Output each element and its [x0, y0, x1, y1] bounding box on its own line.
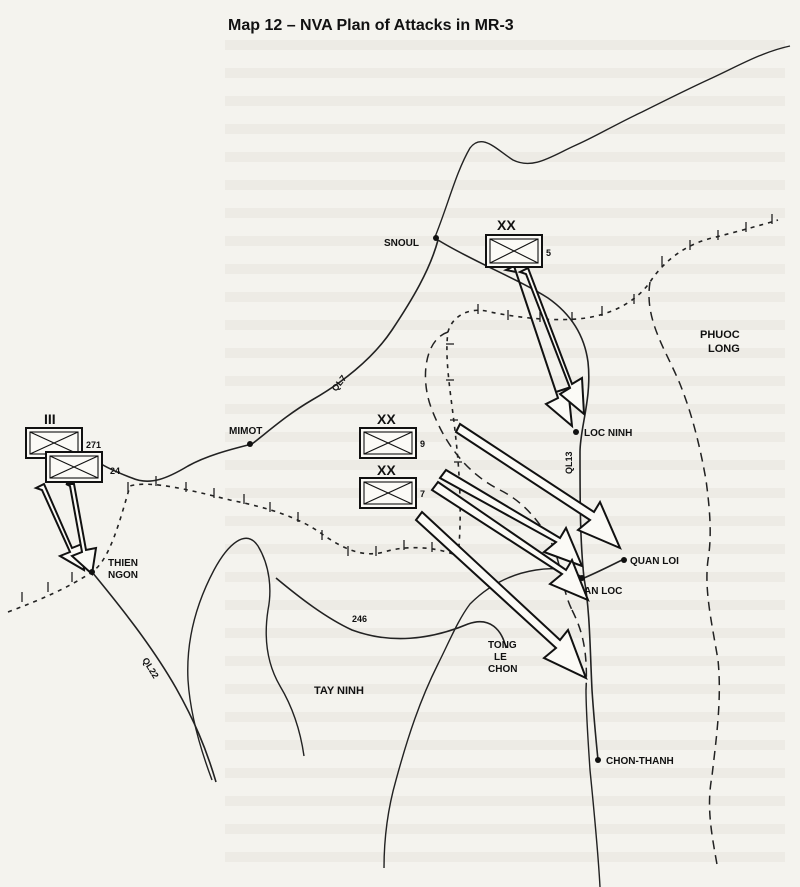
- international-border: [7, 214, 779, 613]
- arrow-9-to-quan-loi: [454, 422, 622, 550]
- arrow-5-to-loc-ninh: [502, 264, 574, 429]
- unit-echelon-label: XX: [497, 217, 516, 233]
- region-labels: PHUOC LONG TAY NINH: [314, 329, 743, 697]
- label-thien-ngon-line2: NGON: [108, 570, 138, 581]
- province-boundaries: [424, 281, 721, 871]
- rivers: [187, 45, 791, 887]
- unit-number-label: 5: [546, 248, 551, 258]
- unit-box-second-inner: [49, 455, 99, 479]
- label-tong-le-chon: TONG LE CHON: [488, 640, 520, 675]
- attack-arrows: [33, 264, 622, 680]
- unit-division-5: XX 5: [485, 217, 551, 268]
- unit-echelon-label: XX: [377, 411, 396, 427]
- unit-echelon-label: XX: [377, 462, 396, 478]
- road-mimot-west: [97, 443, 253, 482]
- town-dots: [89, 235, 627, 763]
- arrow-5b-to-loc-ninh: [517, 266, 586, 417]
- label-phuoc-long-line2: LONG: [708, 343, 740, 355]
- roads: [91, 239, 623, 783]
- label-tong-le-chon-line3: CHON: [488, 664, 517, 675]
- label-tay-ninh: TAY NINH: [314, 685, 364, 697]
- label-chon-thanh: CHON-THANH: [606, 756, 674, 767]
- road-ql7: [251, 239, 439, 445]
- unit-echelon-label: III: [44, 411, 56, 427]
- label-thien-ngon: THIEN NGON: [108, 558, 141, 581]
- arrow-271a-to-thien-ngon: [33, 482, 86, 572]
- town-dot-thien-ngon: [89, 569, 95, 575]
- label-quan-loi: QUAN LOI: [630, 556, 679, 567]
- place-labels: SNOUL LOC NINH MIMOT QUAN LOI AN LOC THI…: [108, 238, 679, 767]
- town-dot-an-loc: [579, 575, 585, 581]
- arrow-9-to-an-loc: [438, 468, 584, 568]
- unit-number-label: 271: [86, 440, 101, 450]
- road-246: [275, 577, 507, 649]
- unit-division-7: XX 7: [359, 462, 425, 509]
- unit-number-label: 7: [420, 489, 425, 499]
- route-label-246: 246: [352, 614, 367, 624]
- map-title: Map 12 – NVA Plan of Attacks in MR-3: [228, 17, 514, 34]
- town-dot-snoul: [433, 235, 439, 241]
- road-ql13-south: [583, 577, 599, 761]
- unit-box-inner: [363, 431, 413, 455]
- road-ql22: [91, 571, 217, 783]
- label-phuoc-long-line1: PHUOC: [700, 329, 740, 341]
- river-central: [383, 568, 585, 869]
- label-tong-le-chon-line1: TONG: [488, 640, 517, 651]
- unit-box-inner: [489, 238, 539, 264]
- label-mimot: MIMOT: [229, 426, 262, 437]
- label-an-loc: AN LOC: [584, 586, 622, 597]
- background-bleed-texture: [225, 40, 785, 862]
- province-boundary-binh-long: [424, 331, 573, 611]
- route-label-24: 24: [110, 466, 120, 476]
- town-dot-chon-thanh: [595, 757, 601, 763]
- town-dot-loc-ninh: [573, 429, 579, 435]
- unit-box: [359, 477, 417, 509]
- province-boundary-phuoc-long: [648, 281, 721, 871]
- border-ticks: [21, 214, 773, 602]
- town-dot-mimot: [247, 441, 253, 447]
- route-label-ql13: QL13: [564, 451, 574, 474]
- arrow-7-to-tong-le-chon: [414, 510, 588, 680]
- unit-regiment-271: III 271: [25, 411, 103, 483]
- label-loc-ninh: LOC NINH: [584, 428, 632, 439]
- border-main: [7, 219, 779, 613]
- unit-number-label: 9: [420, 439, 425, 449]
- label-thien-ngon-line1: THIEN: [108, 558, 138, 569]
- river-west-loop: [187, 537, 305, 781]
- town-dot-quan-loi: [621, 557, 627, 563]
- river-north: [434, 45, 791, 238]
- road-quanloi-spur: [583, 559, 623, 579]
- river-east: [585, 689, 601, 887]
- label-snoul: SNOUL: [384, 238, 419, 249]
- unit-division-9: XX 9: [359, 411, 425, 459]
- label-tong-le-chon-line2: LE: [494, 652, 507, 663]
- province-boundary-tay-ninh: [571, 609, 588, 691]
- unit-box-inner: [363, 481, 413, 505]
- label-phuoc-long: PHUOC LONG: [700, 329, 743, 355]
